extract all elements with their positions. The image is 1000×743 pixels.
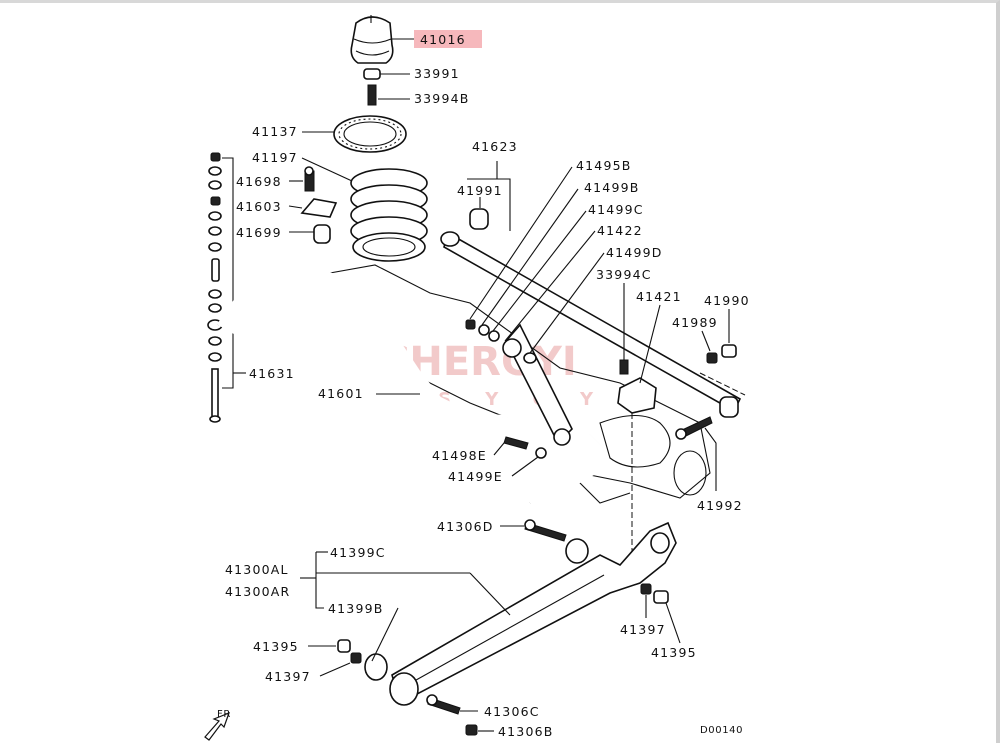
label-41306B: 41306B: [498, 724, 554, 739]
nut-41306b-part: [465, 724, 478, 736]
label-41623: 41623: [472, 139, 518, 154]
label-41306D: 41306D: [437, 519, 494, 534]
bracket-41603-part: [300, 198, 338, 218]
label-41601: 41601: [318, 386, 364, 401]
bolt-33994b-part: [367, 84, 377, 106]
label-41395-left: 41395: [253, 639, 299, 654]
label-41399B: 41399B: [328, 601, 384, 616]
label-41990: 41990: [704, 293, 750, 308]
label-41300AR: 41300AR: [225, 584, 290, 599]
bolt-41306d-part: [524, 519, 567, 542]
shock-absorber-part: [502, 323, 573, 446]
bolt-41498e-part: [503, 436, 529, 450]
bolt-41306c-part: [426, 694, 461, 715]
nut-41989-part: [706, 352, 718, 364]
label-41499B: 41499B: [584, 180, 640, 195]
label-33991: 33991: [414, 66, 460, 81]
bolt-41992-part: [675, 416, 713, 440]
label-41397-right: 41397: [620, 622, 666, 637]
bushing-41699-part: [313, 224, 331, 244]
label-41395-right: 41395: [651, 645, 697, 660]
stabilizer-link-stack: [207, 152, 223, 423]
label-41016: 41016: [420, 32, 466, 47]
label-front: FR: [217, 709, 231, 720]
label-41422: 41422: [597, 223, 643, 238]
bolt-33994c-part: [619, 359, 629, 375]
label-41421: 41421: [636, 289, 682, 304]
nut-41395-right-part: [653, 590, 669, 604]
nut-33991-part: [363, 68, 381, 80]
nut-41395-left-part: [337, 639, 351, 653]
label-41698: 41698: [236, 174, 282, 189]
label-41137: 41137: [252, 124, 298, 139]
label-41197: 41197: [252, 150, 298, 165]
label-41300AL: 41300AL: [225, 562, 289, 577]
highlight-41016: [414, 30, 482, 48]
label-41992: 41992: [697, 498, 743, 513]
label-33994B: 33994B: [414, 91, 470, 106]
spring-pad-part: [333, 115, 407, 153]
label-41499C: 41499C: [588, 202, 644, 217]
label-41499E: 41499E: [448, 469, 503, 484]
bump-stopper-part: [350, 15, 394, 64]
label-41306C: 41306C: [484, 704, 540, 719]
label-41989: 41989: [672, 315, 718, 330]
washer-41499e-part: [535, 447, 547, 459]
lateral-rod-part: [440, 231, 742, 418]
label-41397-left: 41397: [265, 669, 311, 684]
label-41603: 41603: [236, 199, 282, 214]
trailing-arm-part: [364, 521, 677, 706]
label-41499D: 41499D: [606, 245, 663, 260]
washer-41397-right-part: [640, 583, 652, 595]
bracket-41421-part: [617, 377, 657, 414]
shock-hardware-parts: [465, 319, 537, 364]
label-41991: 41991: [457, 183, 503, 198]
label-41399C: 41399C: [330, 545, 386, 560]
nut-41990-part: [721, 344, 737, 358]
label-41631: 41631: [249, 366, 295, 381]
label-41495B: 41495B: [576, 158, 632, 173]
washer-41397-left-part: [350, 652, 362, 664]
diagram-code: D00140: [700, 725, 743, 736]
front-direction-arrow: [204, 711, 231, 741]
label-41498E: 41498E: [432, 448, 487, 463]
rear-suspension-diagram: CHERGYI S Y C Y: [204, 15, 750, 741]
label-33994C: 33994C: [596, 267, 652, 282]
bushing-41991-part: [469, 208, 489, 230]
bolt-41698-part: [304, 166, 315, 192]
label-41699: 41699: [236, 225, 282, 240]
coil-spring-part: [350, 168, 428, 262]
